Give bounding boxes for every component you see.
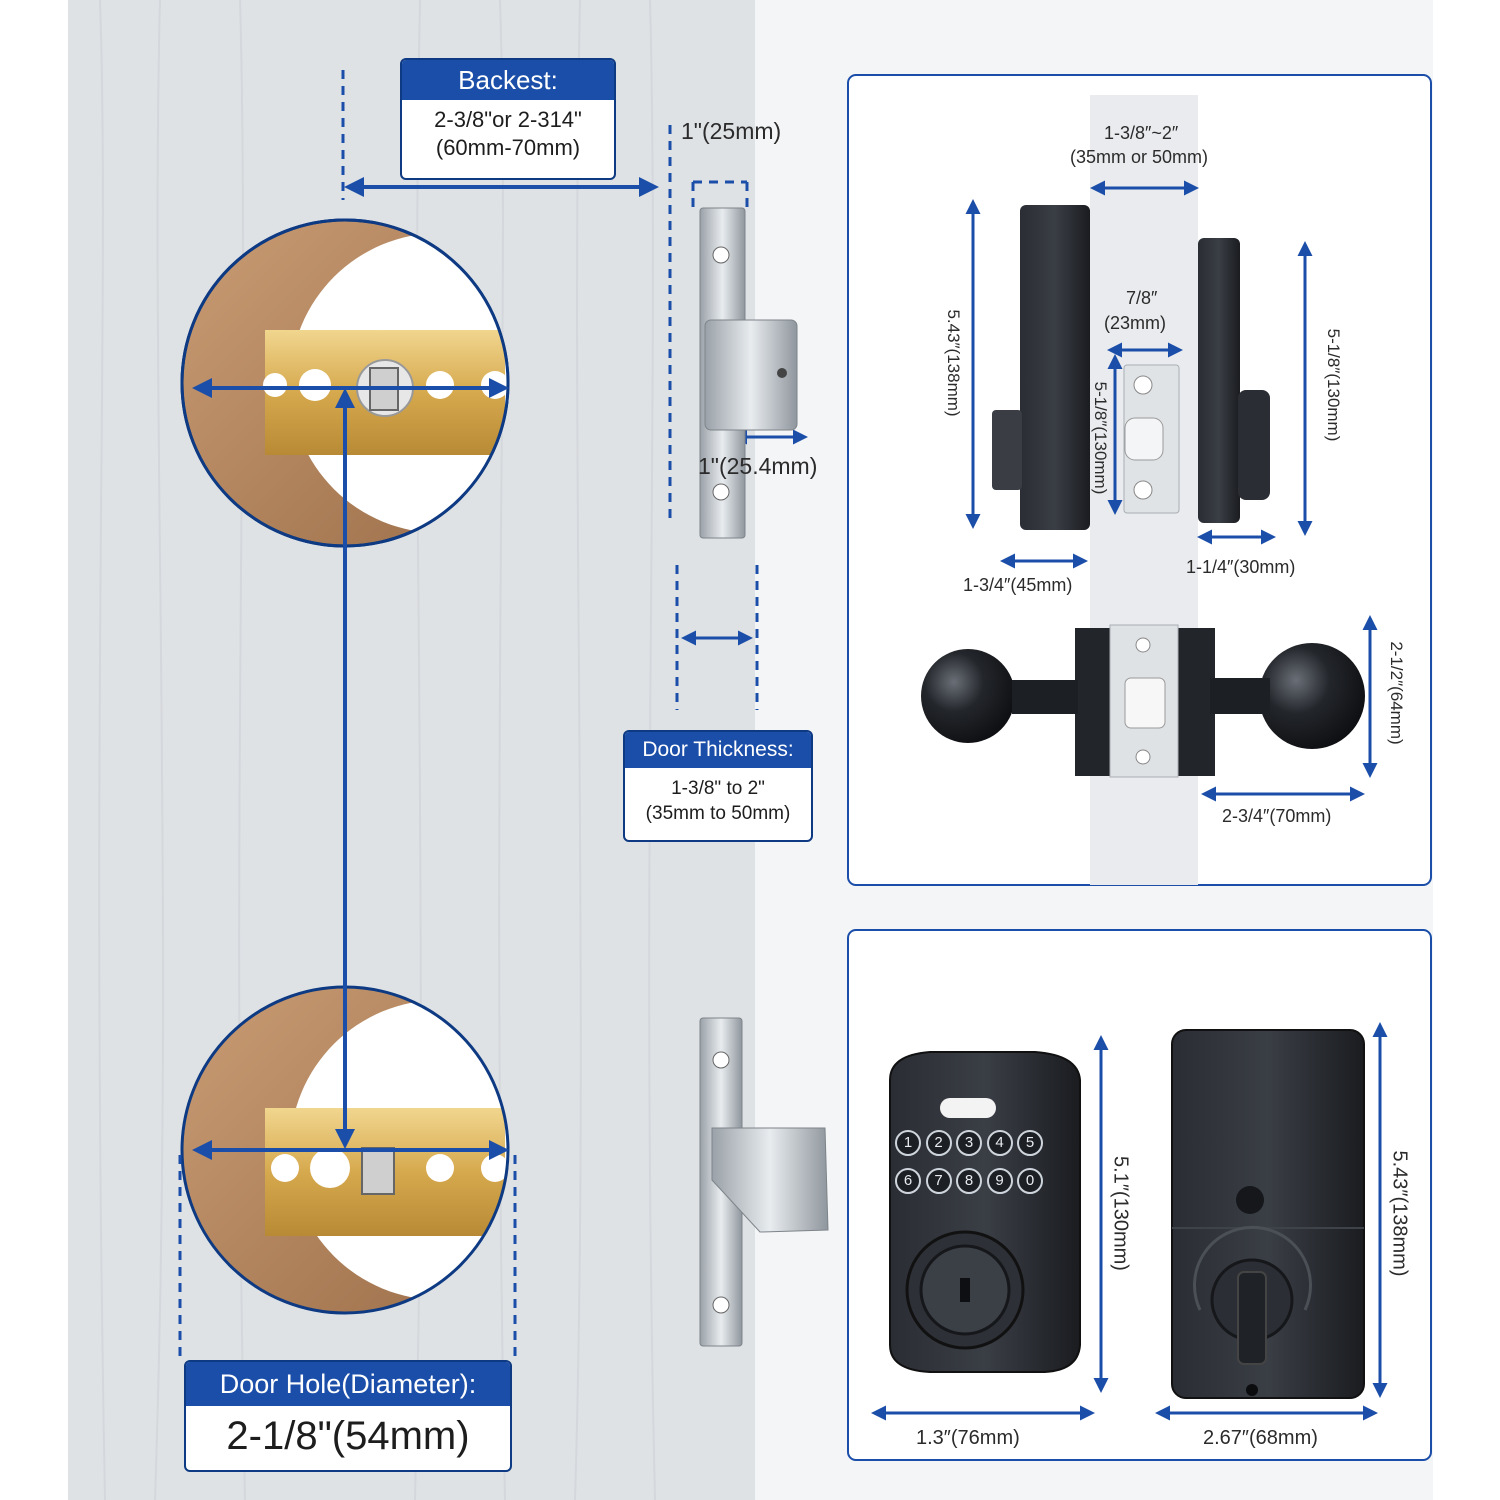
keypad-height-label: 5.1″(130mm)	[1109, 1156, 1132, 1271]
backset-callout: Backest: 2-3/8"or 2-314" (60mm-70mm)	[400, 58, 616, 180]
interior-lock-width-label: 2.67″(68mm)	[1203, 1427, 1318, 1449]
knob-projection-label: 2-3/4″(70mm)	[1222, 806, 1332, 826]
exterior-depth-label: 1-3/4″(45mm)	[963, 575, 1073, 595]
spring-latch	[699, 1017, 829, 1347]
door-range-mm-label: (35mm or 50mm)	[1070, 147, 1209, 167]
strike-width-label: 7/8″	[1126, 288, 1158, 308]
keypad-key-3: 3	[956, 1130, 982, 1156]
door-thickness-line1: 1-3/8" to 2"	[671, 778, 765, 799]
knob-diameter-label: 2-1/2″(64mm)	[1387, 641, 1406, 745]
interior-lock-height-label: 5.43″(138mm)	[1388, 1150, 1411, 1277]
door-range-label: 1-3/8″~2″	[1104, 123, 1179, 143]
bolt-throw-label: 1"(25.4mm)	[698, 453, 818, 479]
keypad-key-9: 9	[986, 1168, 1013, 1194]
keypad-key-2: 2	[925, 1130, 952, 1156]
deadbolt-latch	[699, 207, 798, 539]
faceplate-width-label: 1"(25mm)	[681, 118, 782, 144]
backset-line2: (60mm-70mm)	[435, 135, 581, 160]
backset-title: Backest:	[402, 60, 614, 100]
door-thickness-callout: Door Thickness: 1-3/8" to 2" (35mm to 50…	[623, 730, 813, 842]
keypad-key-6: 6	[895, 1168, 921, 1194]
interior-depth-label: 1-1/4″(30mm)	[1186, 557, 1296, 577]
backset-line1: 2-3/8"or 2-314"	[434, 107, 582, 132]
keypad-key-8: 8	[956, 1168, 982, 1194]
keypad-key-5: 5	[1017, 1130, 1043, 1156]
keypad-key-0: 0	[1017, 1168, 1043, 1194]
interior-lock-front	[1171, 1029, 1365, 1399]
knob-assembly	[921, 624, 1365, 778]
keypad-key-4: 4	[986, 1130, 1013, 1156]
door-thickness-title: Door Thickness:	[625, 732, 811, 768]
side-view-lock	[992, 205, 1270, 530]
door-hole-callout: Door Hole(Diameter): 2-1/8"(54mm)	[184, 1360, 512, 1472]
strike-height-label: 5-1/8″(130mm)	[1091, 381, 1110, 495]
keypad-width-label: 1.3″(76mm)	[916, 1427, 1020, 1449]
interior-height-label: 5-1/8″(130mm)	[1324, 328, 1343, 442]
keypad-key-1: 1	[895, 1130, 921, 1156]
door-hole-value: 2-1/8"(54mm)	[226, 1414, 470, 1458]
keypad-lock-front	[889, 1051, 1081, 1373]
keypad-key-7: 7	[925, 1168, 952, 1194]
door-hole-title: Door Hole(Diameter):	[186, 1362, 510, 1406]
dashed-guides	[178, 70, 759, 1360]
strike-width-mm-label: (23mm)	[1104, 313, 1166, 333]
exterior-height-label: 5.43″(138mm)	[944, 309, 963, 417]
door-thickness-line2: (35mm to 50mm)	[645, 803, 791, 824]
